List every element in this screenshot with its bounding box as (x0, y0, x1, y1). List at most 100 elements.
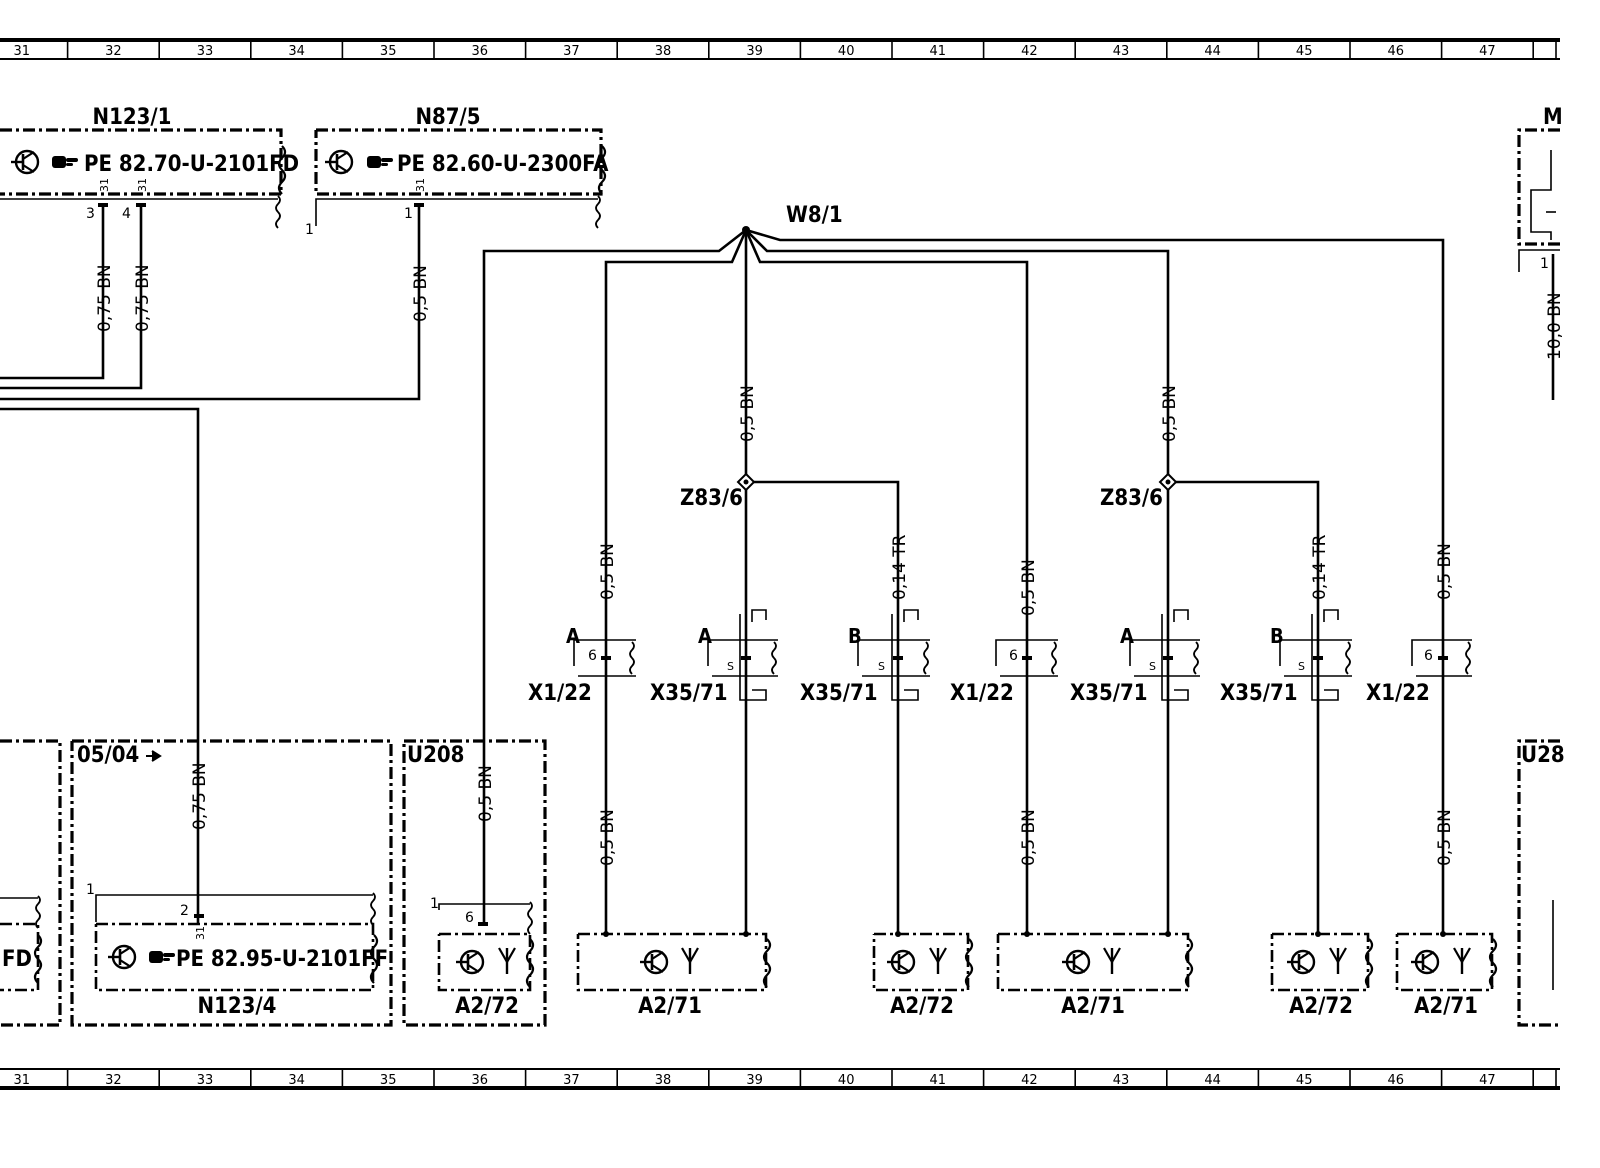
w8-1-label: W8/1 (786, 203, 843, 228)
n87-5-corner: 1 (305, 222, 314, 238)
top-ruler-cell-36: 36 (472, 44, 489, 59)
n123-1-pin-sub-a: 31 (98, 178, 111, 192)
wire-label: 0,5 BN (1019, 809, 1039, 866)
bottom-ruler-cell-40: 40 (838, 1073, 855, 1088)
component-n87-5: N87/5 PE 82.60-U-2300FA 1 1 31 (305, 105, 609, 238)
connector-x1-22-1: A 6 X1/22 0,5 BN (528, 624, 636, 934)
a2-71-label: A2/71 (1414, 994, 1478, 1019)
connector-x35-71-2: B S X35/71 (800, 609, 930, 934)
top-ruler-cell-31: 31 (14, 44, 31, 59)
n123-4-corner: 1 (86, 882, 95, 898)
top-ruler-cell-33: 33 (197, 44, 214, 59)
a2-72-label: A2/72 (890, 994, 954, 1019)
bottom-ruler-cell-37: 37 (563, 1073, 580, 1088)
u208-pin-6: 6 (465, 910, 474, 926)
transistor-icon (1285, 949, 1316, 975)
pin-s: S (1149, 660, 1156, 673)
pin-s: S (727, 660, 734, 673)
right-edge-top-label: M (1543, 105, 1563, 130)
antenna-icon (1452, 946, 1472, 976)
connector-x35-71-4: B S X35/71 (1220, 609, 1352, 934)
pin-s: S (878, 660, 885, 673)
x35-71-label: X35/71 (650, 681, 728, 706)
x35-71-label: X35/71 (1070, 681, 1148, 706)
x1-22-label: X1/22 (950, 681, 1014, 706)
u208-label: U208 (407, 743, 464, 768)
wire-label: 0,14 TR (890, 534, 910, 600)
component-u208: U208 1 6 A2/72 (402, 739, 547, 1027)
wire-label: 0,14 TR (1310, 534, 1330, 600)
wires-upper-left: 0,75 BN 0,75 BN 0,5 BN 0,75 BN (0, 207, 431, 924)
wire-label: 0,5 BN (598, 543, 618, 600)
antenna-icon (680, 946, 700, 976)
antenna-a2-71-2: A2/71 (996, 931, 1194, 1019)
pin-6: 6 (588, 648, 597, 664)
n123-1-pin-4: 4 (122, 206, 131, 222)
antenna-icon (928, 946, 948, 976)
right-edge-bottom-label: U28 (1521, 743, 1565, 768)
top-ruler-cell-35: 35 (380, 44, 397, 59)
bottom-ruler-cell-41: 41 (930, 1073, 947, 1088)
top-ruler-cell-39: 39 (746, 44, 763, 59)
top-ruler-cell-42: 42 (1021, 44, 1038, 59)
top-ruler-cell-45: 45 (1296, 44, 1313, 59)
transistor-icon (1060, 949, 1091, 975)
bottom-ruler-cell-45: 45 (1296, 1073, 1313, 1088)
transistor-icon (323, 149, 354, 175)
antenna-icon (1328, 946, 1348, 976)
n87-5-label: N87/5 (415, 105, 480, 130)
n123-1-label: N123/1 (93, 105, 172, 130)
top-ruler-cell-43: 43 (1113, 44, 1130, 59)
u208-antenna-label: A2/72 (455, 994, 519, 1019)
component-left-box: FD (0, 739, 62, 1027)
wire-label: 0,5 BN (738, 385, 758, 442)
wire-label: 0,5 BN (1019, 559, 1039, 616)
hand-pointer-icon (367, 156, 393, 168)
transistor-icon (9, 149, 40, 175)
transistor-icon (454, 949, 485, 975)
wire-label: 0,75 BN (95, 264, 115, 332)
pin-s: S (1298, 660, 1305, 673)
bottom-ruler-cell-38: 38 (655, 1073, 672, 1088)
bottom-ruler-cell-31: 31 (14, 1073, 31, 1088)
left-box-ref-tail: FD (2, 947, 32, 972)
antenna-a2-71-1: A2/71 (576, 931, 772, 1019)
splice-z83-6-b: Z83/6 0,14 TR (1100, 472, 1330, 614)
top-ruler-cell-41: 41 (930, 44, 947, 59)
bottom-ruler-cell-36: 36 (472, 1073, 489, 1088)
arrow-right-icon (146, 750, 162, 762)
right-edge-pin: 1 (1540, 256, 1549, 272)
connector-pin-letter: B (1270, 624, 1284, 648)
bottom-ruler-cell-39: 39 (746, 1073, 763, 1088)
x35-71-label: X35/71 (1220, 681, 1298, 706)
component-n123-1: N123/1 PE 82.70-U-2101FD 3 4 31 31 (0, 105, 299, 229)
bottom-ruler-cell-33: 33 (197, 1073, 214, 1088)
wire-label: 0,5 BN (1160, 385, 1180, 442)
n87-5-pin-sub: 31 (414, 178, 427, 192)
n123-4-pin-2: 2 (180, 903, 189, 919)
transistor-icon (106, 944, 137, 970)
a2-72-label: A2/72 (1289, 994, 1353, 1019)
wire-label: 0,5 BN (1435, 809, 1455, 866)
hand-pointer-icon (52, 156, 78, 168)
bottom-ruler-cell-47: 47 (1479, 1073, 1496, 1088)
n87-5-ref: PE 82.60-U-2300FA (397, 152, 609, 177)
right-edge-wire: 10,0 BN (1545, 292, 1565, 360)
connector-pin-letter: B (848, 624, 862, 648)
top-ruler-cell-34: 34 (288, 44, 305, 59)
antenna-icon (1102, 946, 1122, 976)
bottom-ruler-cell-46: 46 (1388, 1073, 1405, 1088)
hand-pointer-icon (149, 951, 175, 963)
top-ruler-cell-44: 44 (1204, 44, 1221, 59)
transistor-icon (1409, 949, 1440, 975)
connector-pin-letter: A (698, 624, 712, 648)
top-ruler-cell-46: 46 (1388, 44, 1405, 59)
bottom-ruler-cell-42: 42 (1021, 1073, 1038, 1088)
wire-label: 0,5 BN (411, 265, 431, 322)
antenna-a2-71-3: A2/71 (1395, 931, 1498, 1019)
a2-71-label: A2/71 (1061, 994, 1125, 1019)
splice-z83-6-a: Z83/6 0,14 TR (680, 472, 910, 614)
wire-label: 0,5 BN (476, 765, 496, 822)
bottom-ruler-cell-44: 44 (1204, 1073, 1221, 1088)
